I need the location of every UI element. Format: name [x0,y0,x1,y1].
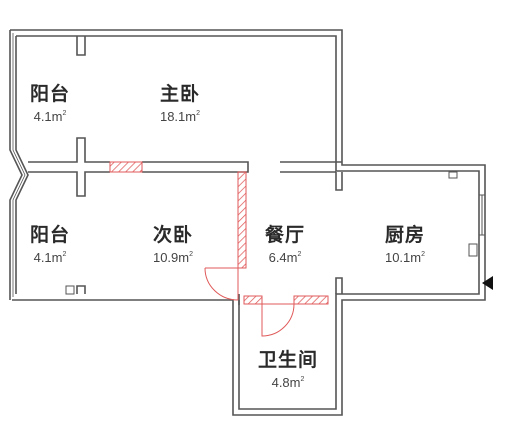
left-wall [9,30,23,300]
room-area: 4.1m2 [33,109,67,124]
door-bedroom [204,267,239,301]
room-area: 18.1m2 [159,109,201,124]
room-area: 10.1m2 [384,250,426,265]
room-name: 阳台 [29,225,70,246]
room-bathroom: 卫生间 4.8m2 [240,350,336,391]
middle-wall-right [142,161,249,173]
door-bathroom [261,303,295,337]
room-balcony-top: 阳台 4.1m2 [22,84,78,125]
room-master-bedroom: 主卧 18.1m2 [145,84,215,125]
kitchen-stub [335,172,343,191]
room-name: 阳台 [29,84,70,105]
new-wall-vertical [237,171,247,269]
room-name: 厨房 [384,225,425,246]
new-wall-window [109,161,143,173]
walls [9,29,486,416]
new-walls [109,161,329,305]
outer-wall-top [10,29,486,416]
room-dining-room: 餐厅 6.4m2 [254,225,316,266]
doors [204,267,295,337]
middle-wall-b [28,171,110,197]
room-name: 餐厅 [264,225,305,246]
fixture-balcony [65,285,75,295]
entrance-arrow-icon [482,276,493,290]
room-area: 6.4m2 [268,250,302,265]
room-area: 4.8m2 [271,375,305,390]
room-name: 卫生间 [257,350,318,371]
room-area: 10.9m2 [152,250,194,265]
fixtures [65,171,478,295]
fixture-kitchen-top [448,171,458,179]
room-second-bedroom: 次卧 10.9m2 [140,225,206,266]
room-name: 主卧 [159,84,200,105]
left-wall-window [12,33,26,297]
room-area: 4.1m2 [33,250,67,265]
room-balcony-bottom: 阳台 4.1m2 [22,225,78,266]
bedroom-bottom-stub [76,285,86,294]
kitchen-window [478,194,486,236]
outer-wall-top-inner [16,35,480,410]
fixture-kitchen-right [468,243,478,257]
new-wall-bath-left [243,295,263,305]
kitchen-stub-bottom [335,277,343,294]
left-wall-inner [15,36,29,294]
new-wall-bath-right [293,295,329,305]
balcony-divider-top [76,36,86,56]
room-name: 次卧 [152,225,193,246]
middle-wall [28,137,110,163]
room-kitchen: 厨房 10.1m2 [372,225,438,266]
